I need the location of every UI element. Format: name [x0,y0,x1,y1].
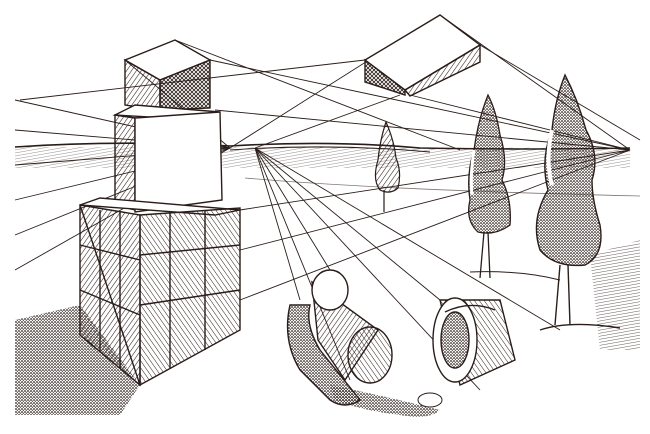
tree-middle [467,93,511,279]
cube-shadow [15,305,140,415]
tree-large [535,73,621,331]
stacked-boxes [79,39,241,387]
tree-small [374,120,401,212]
tree-shadow-right [590,240,640,350]
cylinder-shadow-hole [417,392,443,408]
solid-cylinder [286,269,393,406]
floating-block [363,14,482,97]
hollow-cylinder [432,297,516,386]
tree-shadow [469,271,561,281]
cylinder-shadow [330,385,440,417]
